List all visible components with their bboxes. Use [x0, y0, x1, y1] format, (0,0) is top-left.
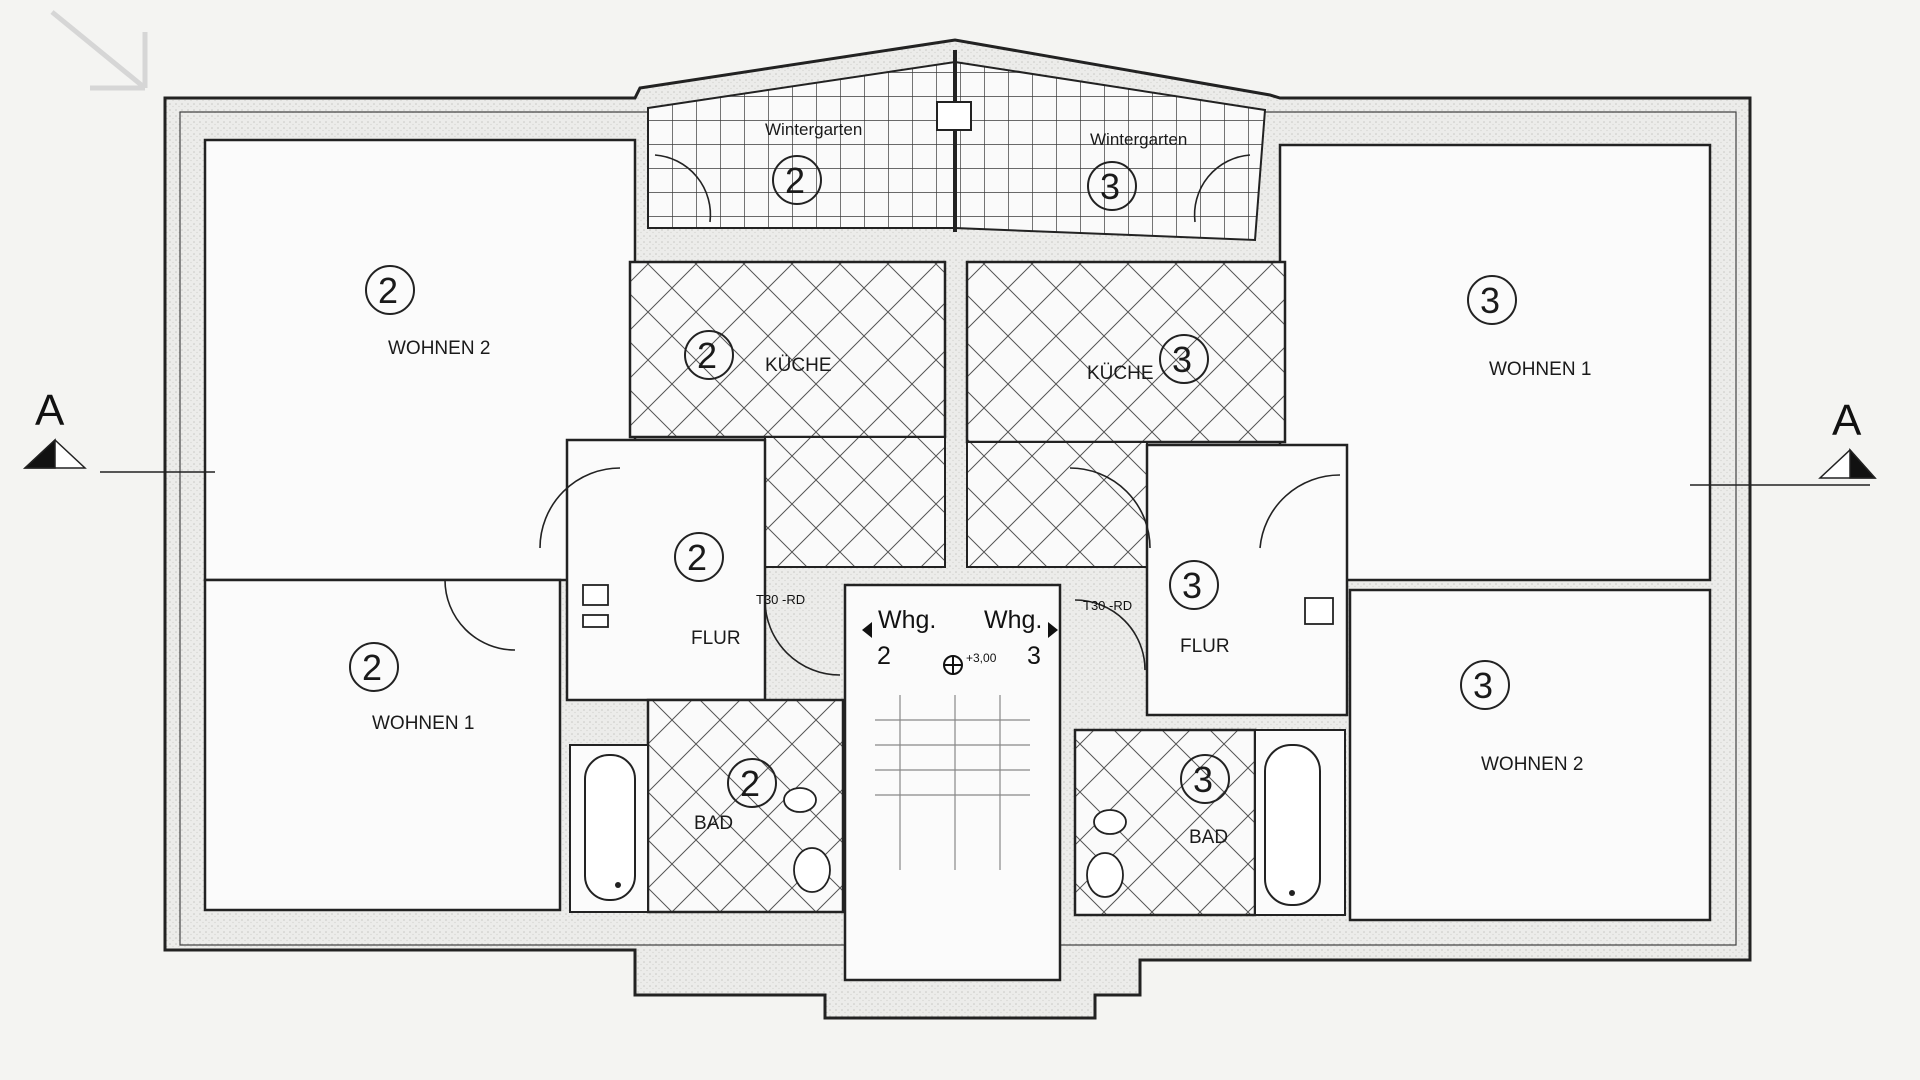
unit-number: 2	[378, 270, 398, 311]
unit-badge	[1159, 334, 1209, 384]
arrow-left-icon	[862, 622, 872, 638]
unit-badge	[1180, 754, 1230, 804]
unit-number: 2	[687, 537, 707, 578]
label-wohnen-2-unit2: WOHNEN 2	[388, 338, 490, 359]
room-wohnen-2-unit3	[1348, 588, 1712, 922]
unit-number: 3	[1480, 280, 1500, 321]
door-swings	[444, 467, 1341, 676]
unit-badge	[684, 330, 734, 380]
direction-arrow-icon	[50, 10, 148, 91]
unit-number: 3	[1193, 759, 1213, 800]
unit-number: 2	[740, 763, 760, 804]
label-wohnen-2-unit3: WOHNEN 2	[1481, 754, 1583, 775]
room-wohnen-2-unit2	[203, 138, 637, 582]
label-wohnen-1-unit3: WOHNEN 1	[1489, 359, 1591, 380]
room-kueche-unit2	[628, 260, 947, 439]
label-whg-left-number: 2	[877, 642, 891, 670]
unit-number: 3	[1172, 339, 1192, 380]
label-wintergarten-unit2: Wintergarten	[765, 120, 862, 139]
label-whg-right-number: 3	[1027, 642, 1041, 670]
label-wintergarten-unit3: Wintergarten	[1090, 130, 1187, 149]
label-wohnen-1-unit2: WOHNEN 1	[372, 713, 474, 734]
unit-badge	[674, 532, 724, 582]
label-flur-unit2: FLUR	[691, 628, 741, 649]
section-marker-left: A	[35, 386, 65, 435]
label-flur-unit3: FLUR	[1180, 636, 1230, 657]
label-bad-unit2: BAD	[694, 813, 733, 834]
room-kueche-unit3	[965, 260, 1287, 444]
unit-badge	[727, 758, 777, 808]
unit-badge	[349, 642, 399, 692]
unit-number: 2	[697, 335, 717, 376]
unit-badge	[365, 265, 415, 315]
arrow-right-icon	[1048, 622, 1058, 638]
rooms	[203, 138, 1712, 982]
staircase	[843, 583, 1062, 982]
section-line	[23, 438, 1877, 486]
unit-number: 3	[1182, 565, 1202, 606]
label-kueche-unit3: KÜCHE	[1087, 363, 1154, 384]
room-flur-unit2	[565, 438, 767, 702]
room-wohnen-1-unit2	[203, 578, 562, 912]
unit-number: 2	[785, 160, 805, 201]
unit-number: 3	[1100, 166, 1120, 207]
door-rating-left: T30 -RD	[756, 592, 805, 607]
level-marker-cross	[944, 656, 962, 674]
room-wohnen-1-unit3	[1278, 143, 1712, 582]
label-kueche-unit2: KÜCHE	[765, 355, 832, 376]
fixtures	[582, 584, 1334, 898]
level-label: +3,00	[966, 651, 997, 665]
wintergarten-area	[647, 50, 1267, 242]
unit-badge	[1169, 560, 1219, 610]
unit-number: 3	[1473, 665, 1493, 706]
unit-number: 2	[362, 647, 382, 688]
label-whg-right: Whg.	[984, 606, 1042, 634]
unit-badge	[1087, 161, 1137, 211]
unit-badge	[772, 155, 822, 205]
door-rating-right: T30 -RD	[1083, 598, 1132, 613]
room-flur-unit3	[1145, 443, 1349, 717]
section-marker-right: A	[1832, 396, 1862, 445]
label-whg-left: Whg.	[878, 606, 936, 634]
label-bad-unit3: BAD	[1189, 827, 1228, 848]
unit-badge	[1460, 660, 1510, 710]
unit-badge	[1467, 275, 1517, 325]
